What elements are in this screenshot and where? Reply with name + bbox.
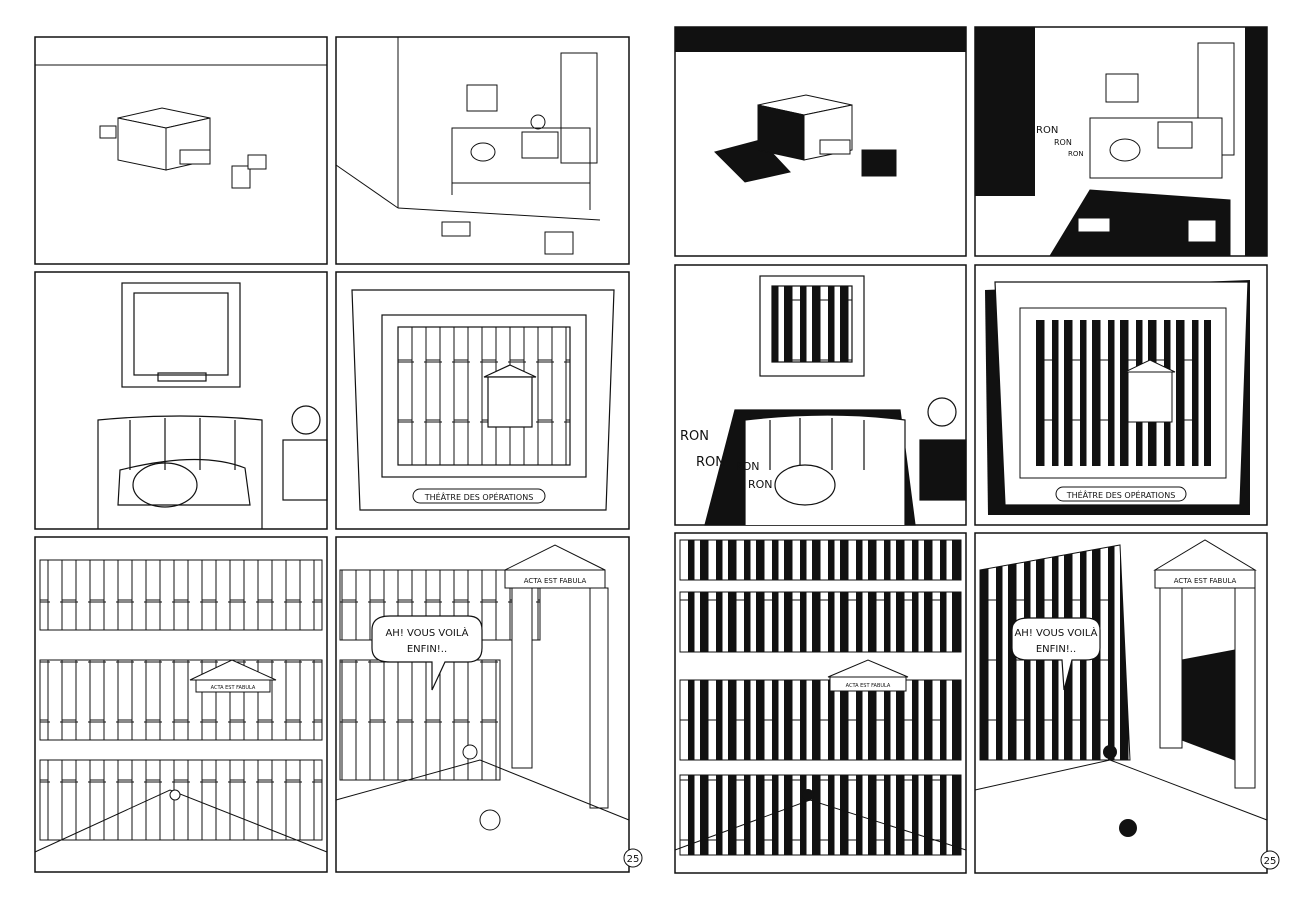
title-plate: THÉÂTRE DES OPÉRATIONS [1055,486,1187,502]
svg-text:RON: RON [696,455,725,470]
speech-balloon: AH! VOUS VOILÀ ENFIN!.. [371,615,483,691]
svg-text:RON: RON [735,460,760,473]
bed-headboard [97,415,263,529]
door [560,52,598,164]
page-number: 25 [623,848,643,868]
panel-right-6: ACTA EST FABULA AH! VOUS VOILÀ ENFIN!.. … [974,532,1280,874]
svg-text:AH! VOUS VOILÀ: AH! VOUS VOILÀ [385,626,468,639]
empty-frame [121,282,241,388]
temple-pediment: ACTA EST FABULA [827,659,909,692]
temple-facade: ACTA EST FABULA [1153,539,1257,789]
briefcase [544,231,574,255]
panel-left-2 [335,36,630,265]
svg-text:AH! VOUS VOILÀ: AH! VOUS VOILÀ [1014,626,1097,639]
svg-text:25: 25 [627,854,640,865]
plate-label: THÉÂTRE DES OPÉRATIONS [1066,489,1176,500]
small-figure [169,789,181,801]
snoring-text: RON RON RON [1036,125,1084,158]
stool [441,221,471,237]
svg-text:RON: RON [1054,138,1072,147]
left-page: THÉÂTRE DES OPÉRATIONS ACTA EST FABULA [34,36,643,873]
nightstand [282,439,328,501]
panel-right-3: RON RON RON RON [674,264,967,526]
ornate-frame [351,289,615,511]
panel-left-6: ACTA EST FABULA AH! VOUS VOILÀ ENFIN!.. … [335,536,643,873]
temple-pediment: ACTA EST FABULA [189,659,277,693]
figure-foreground [479,809,501,831]
panel-right-2: RON RON RON [974,26,1268,257]
title-plate: THÉÂTRE DES OPÉRATIONS [412,488,546,504]
svg-text:RON: RON [1036,125,1058,136]
panel-left-3 [34,271,328,530]
svg-text:ENFIN!..: ENFIN!.. [407,644,447,655]
svg-text:RON: RON [680,429,709,444]
panel-right-5: ACTA EST FABULA [674,532,967,874]
frame-small [466,84,498,112]
sleeper-face [132,462,198,508]
svg-text:ACTA EST FABULA: ACTA EST FABULA [524,577,587,585]
alarm-clock [291,405,321,435]
room-model [99,107,267,189]
speech-balloon: AH! VOUS VOILÀ ENFIN!.. [1011,617,1101,691]
svg-text:RON: RON [748,478,773,491]
svg-text:ACTA EST FABULA: ACTA EST FABULA [211,685,256,691]
figure-approaching [462,744,478,760]
panel-left-1 [34,36,328,265]
svg-text:ENFIN!..: ENFIN!.. [1036,644,1076,655]
page-number: 25 [1260,850,1280,870]
svg-text:25: 25 [1264,856,1277,867]
panel-left-4: THÉÂTRE DES OPÉRATIONS [335,271,630,530]
panel-right-4: THÉÂTRE DES OPÉRATIONS [974,264,1268,526]
nightstand [521,131,559,159]
sleeper-head [470,142,496,162]
panel-left-5: ACTA EST FABULA [34,536,328,873]
plate-label: THÉÂTRE DES OPÉRATIONS [424,491,534,502]
temple-facade: ACTA EST FABULA [504,544,609,809]
panel-right-1 [674,26,967,257]
snoring-text: RON RON RON RON [680,429,773,491]
svg-text:ACTA EST FABULA: ACTA EST FABULA [846,683,891,689]
svg-text:RON: RON [1068,150,1084,158]
svg-text:ACTA EST FABULA: ACTA EST FABULA [1174,577,1237,585]
right-page: RON RON RON RON RON RON [674,26,1280,874]
